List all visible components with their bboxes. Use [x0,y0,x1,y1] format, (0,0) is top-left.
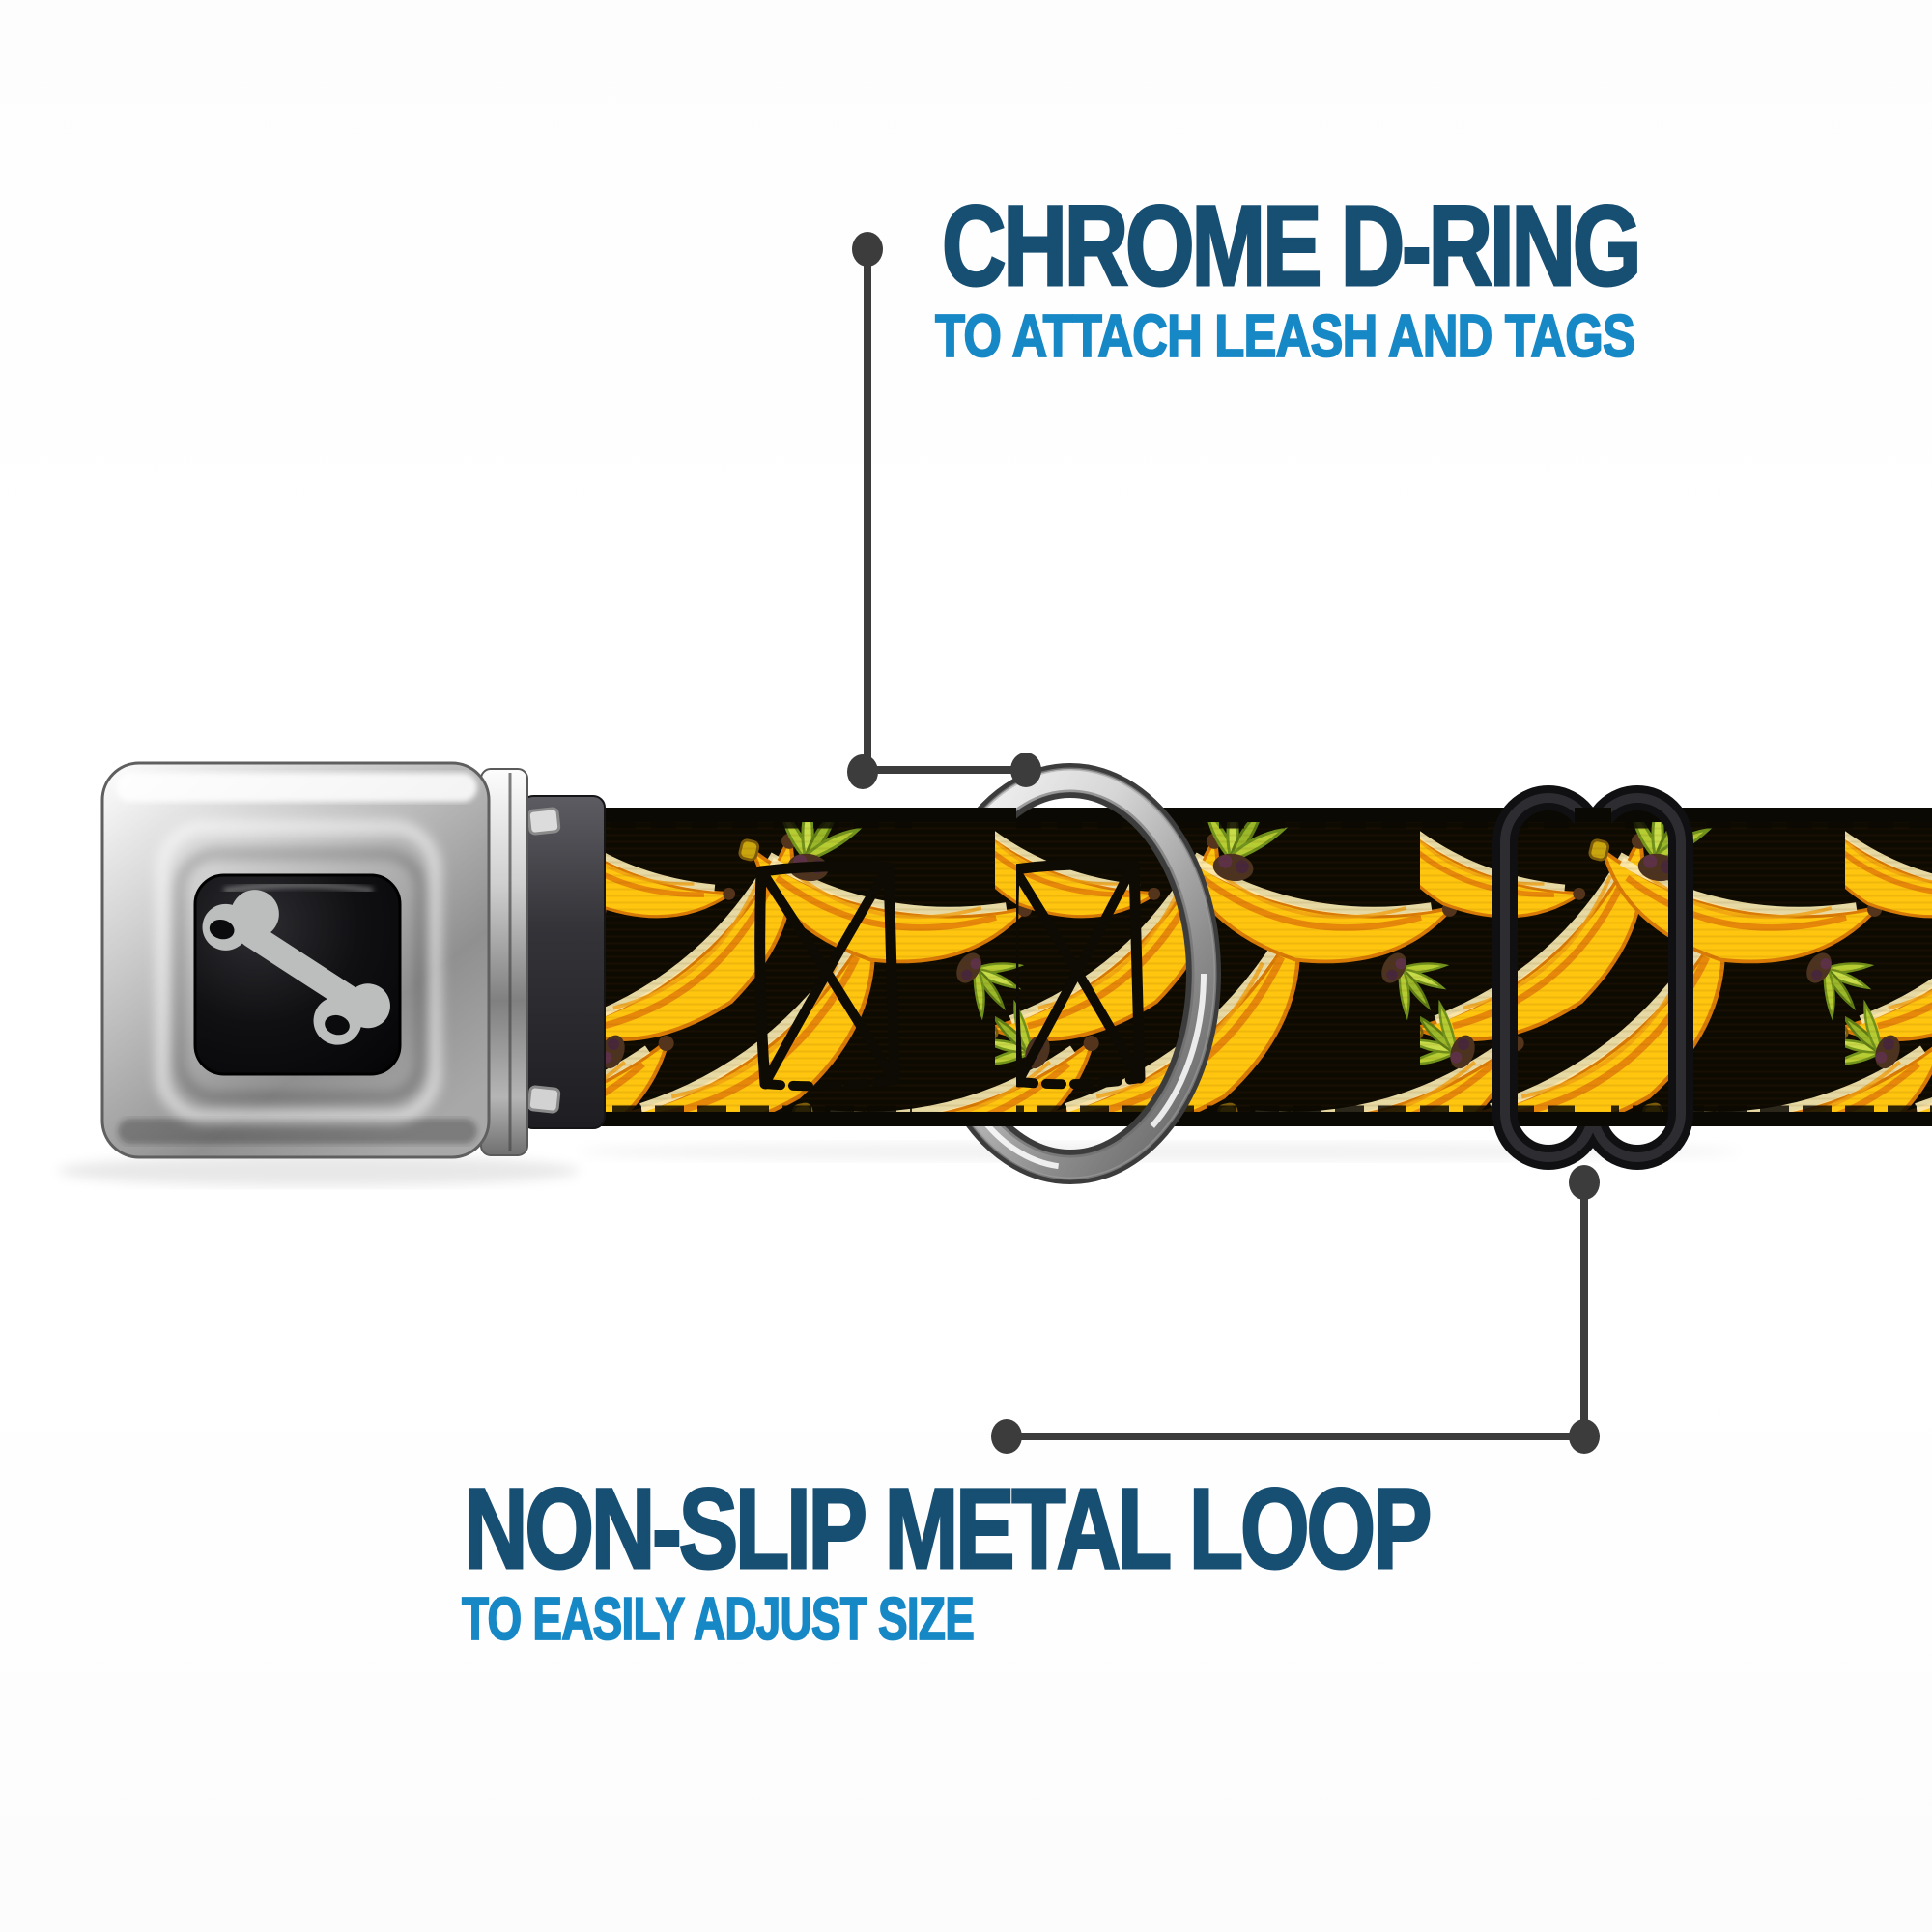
stitch-box-left [754,861,900,1092]
callout-bottom-subtitle: TO EASILY ADJUST SIZE [461,1586,975,1653]
buckle-shadow [58,1155,580,1186]
callout-bottom-line-vertical [1580,1184,1588,1436]
callout-bottom-line-horizontal [1007,1433,1584,1440]
bone-icon [202,890,390,1045]
callout-top-line-vertical [864,253,871,772]
seatbelt-buckle [100,761,606,1159]
callout-top-dot-target [1010,753,1041,787]
buckle-latch-tongue [521,795,606,1129]
non-slip-metal-loop-slider [1492,785,1693,1170]
collar-product-image [58,761,1932,1186]
callout-top-line-horizontal [863,766,1026,774]
callout-bottom-dot-left [991,1419,1022,1454]
callout-top-title: CHROME D-RING [941,183,1643,310]
webbing-over-ring-patch [912,808,1016,1126]
callout-top-subtitle: TO ATTACH LEASH AND TAGS [934,303,1635,370]
callout-bottom-title: NON-SLIP METAL LOOP [463,1465,1434,1593]
collar-webbing-banana-print [570,808,1932,1126]
collar-shadow [580,1142,1739,1161]
